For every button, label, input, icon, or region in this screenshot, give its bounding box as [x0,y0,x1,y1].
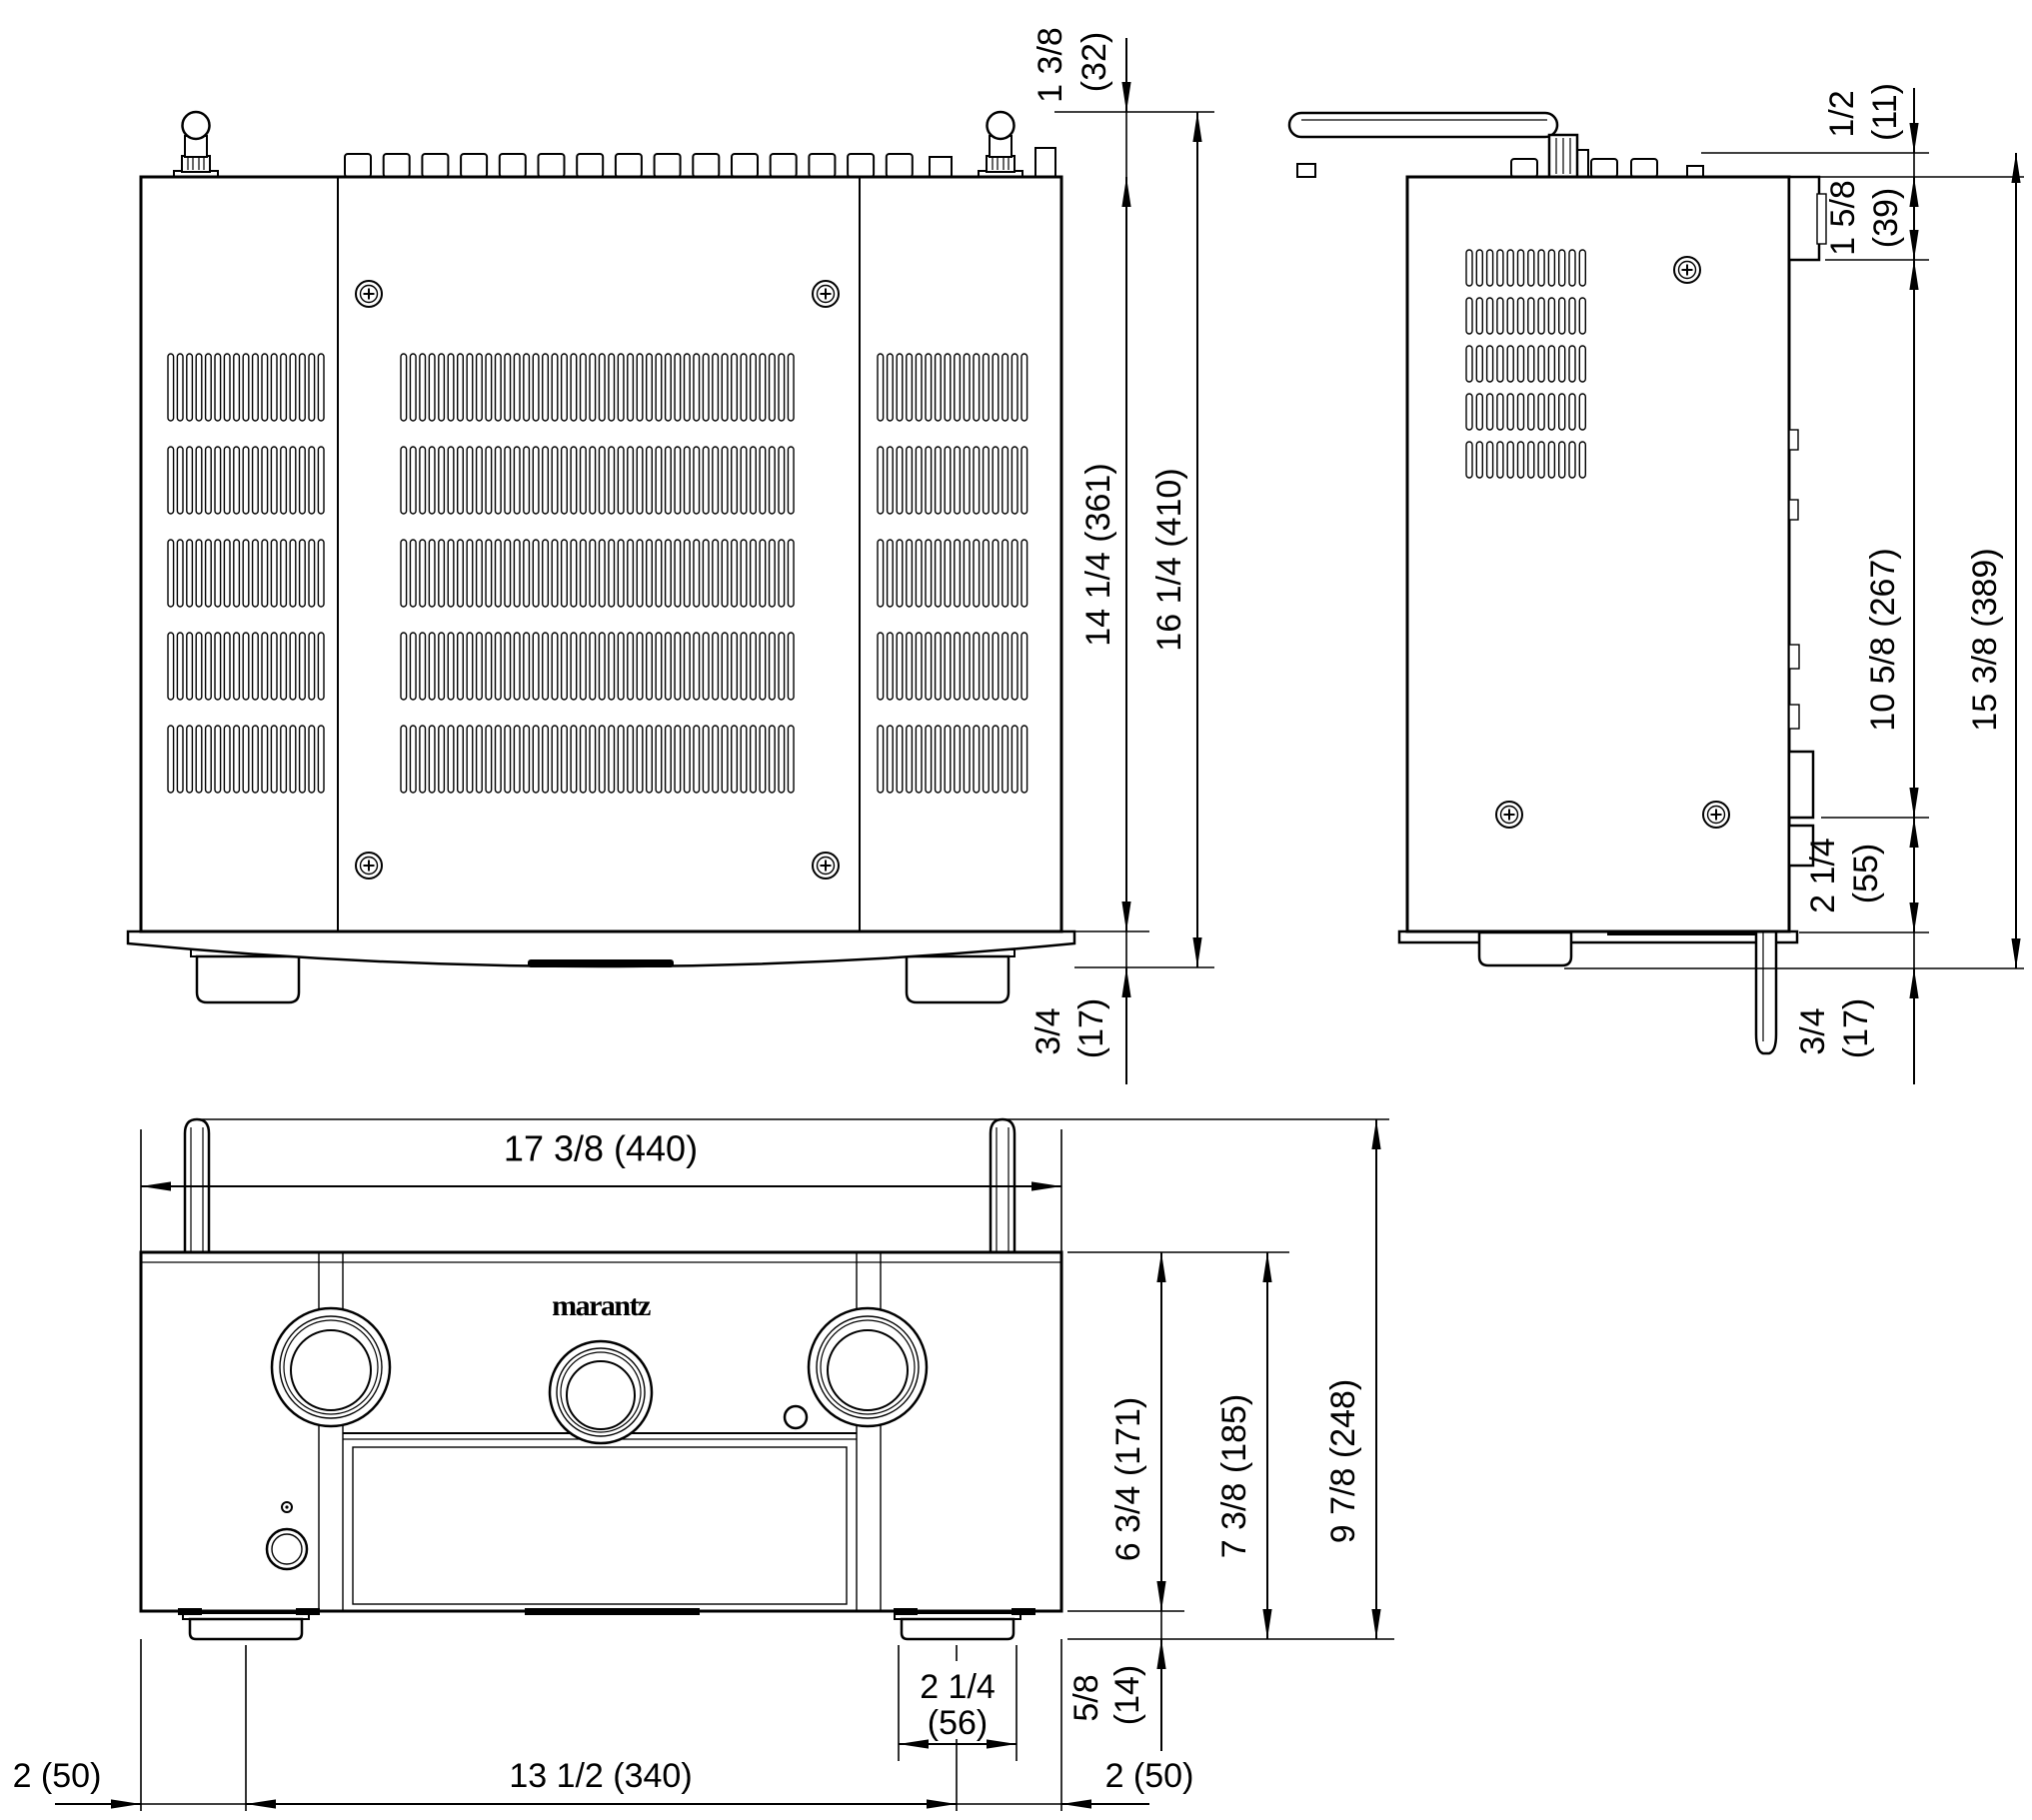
dim-side-conn-mm: (11) [1866,83,1904,141]
brand-logo: marantz [552,1289,651,1322]
rear-connector-block [1034,147,1056,178]
dim-top-rear-in: 1 3/8 [1031,27,1069,103]
right-antenna-top [977,110,1024,179]
front-edge-bar [1754,924,1778,1055]
dim-top-front-mm: (17) [1072,998,1110,1058]
dim-right-offset: 2 (50) [1105,1757,1194,1795]
dim-side-rear-block-in: 1 5/8 [1824,180,1862,256]
dim-side-total: 15 3/8 (389) [1966,548,2004,731]
dim-top-front-in: 3/4 [1029,1007,1067,1054]
dim-side-front-mm: (17) [1837,998,1875,1058]
dim-left-offset: 2 (50) [13,1757,102,1795]
dim-feet-span: 13 1/2 (340) [509,1757,692,1795]
rear-connector-row [344,153,914,178]
bottom-edge-tick [525,1608,700,1615]
bottom-edge-tick [296,1608,320,1615]
chassis-side [1405,175,1791,933]
dim-top-body: 14 1/4 (361) [1079,463,1117,646]
dim-side-mid: 10 5/8 (267) [1864,548,1902,731]
dim-foot-width-in: 2 1/4 [920,1668,996,1706]
side-edge-nub [1788,429,1799,451]
dim-side-rear-block-mm: (39) [1867,188,1905,248]
bottom-edge-tick [1012,1608,1035,1615]
side-edge-nub [1788,704,1800,730]
top-view-dimensions: 1 3/8 (32) 14 1/4 (361) 16 1/4 (410) 3/4… [1029,27,1214,1084]
dim-top-rear-mm: (32) [1075,32,1113,92]
power-button-ring [271,1533,303,1565]
dim-front-face: 6 3/4 (171) [1109,1397,1147,1561]
rear-connector-block [929,156,953,178]
input-knob-left [270,1306,392,1428]
front-panel-seams [318,1252,882,1611]
power-button [265,1527,309,1571]
m-dax-button [783,1404,809,1430]
left-antenna-top [172,110,220,179]
side-view-dimensions: 1/2 (11) 1 5/8 (39) 10 5/8 (267) 2 1/4 (… [1564,83,2024,1084]
dim-foot-height-mm: (14) [1108,1665,1146,1725]
dim-foot-width-mm: (56) [928,1704,988,1742]
dim-side-front-block-mm: (55) [1847,844,1885,904]
dim-top-total: 16 1/4 (410) [1150,468,1188,651]
rear-connector-block [1686,165,1704,178]
top-view: 1 3/8 (32) 14 1/4 (361) 16 1/4 (410) 3/4… [126,27,1214,1084]
antenna-side-icon [1287,111,1579,179]
bottom-edge-tick [894,1608,918,1615]
dim-front-total: 9 7/8 (248) [1324,1379,1362,1543]
volume-knob-right [807,1306,929,1428]
front-view: marantz [13,1117,1394,1811]
top-vents [167,353,1028,794]
right-foot-front [893,1611,1022,1641]
bottom-rear-block [1787,175,1821,262]
bottom-rear-block-step [1816,193,1827,245]
left-foot-front [181,1611,311,1641]
front-panel-notch [528,959,674,967]
side-edge-nub [1788,644,1800,670]
dim-front-width: 17 3/8 (440) [504,1128,698,1169]
top-cover-seams [337,177,861,931]
front-view-dimensions: 17 3/8 (440) 6 3/4 (171) 7 3/8 (185) 9 7… [13,1118,1394,1811]
dim-side-front-in: 3/4 [1794,1007,1832,1054]
dim-foot-height-in: 5/8 [1067,1674,1105,1721]
bottom-edge-tick [178,1608,202,1615]
side-edge-nub [1788,499,1799,521]
bottom-front-block-2 [1787,824,1815,868]
cursor-knob-center [548,1339,654,1445]
dim-front-body: 7 3/8 (185) [1215,1394,1253,1558]
side-vents [1465,249,1587,479]
top-edge-tab [1296,163,1316,178]
side-view: 1/2 (11) 1 5/8 (39) 10 5/8 (267) 2 1/4 (… [1287,83,2024,1084]
bottom-front-block [1787,750,1815,820]
dim-side-front-block-in: 2 1/4 [1804,838,1842,913]
dim-side-conn-in: 1/2 [1823,90,1861,137]
power-led-dot [285,1505,289,1509]
